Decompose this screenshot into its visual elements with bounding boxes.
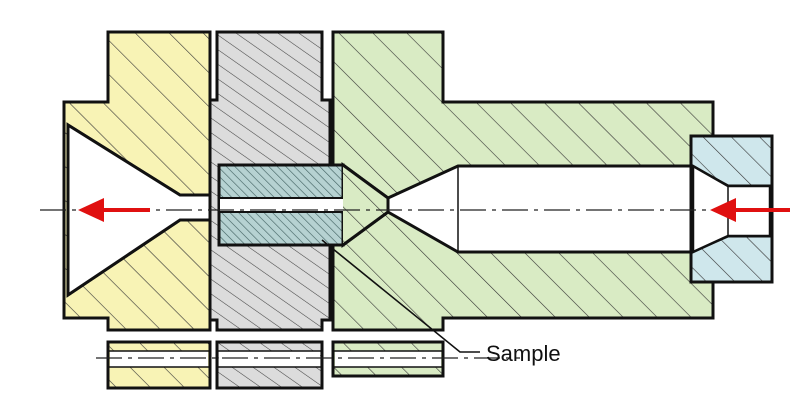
arrow-left-icon-inlet xyxy=(710,198,790,222)
gray-spacer-plate xyxy=(208,30,332,390)
sample-label: Sample xyxy=(486,341,561,366)
arrow-left-icon-outlet xyxy=(78,198,150,222)
sample-holder-insert xyxy=(217,163,390,247)
sample-leader-line xyxy=(321,239,480,353)
green-housing-block xyxy=(331,30,715,378)
